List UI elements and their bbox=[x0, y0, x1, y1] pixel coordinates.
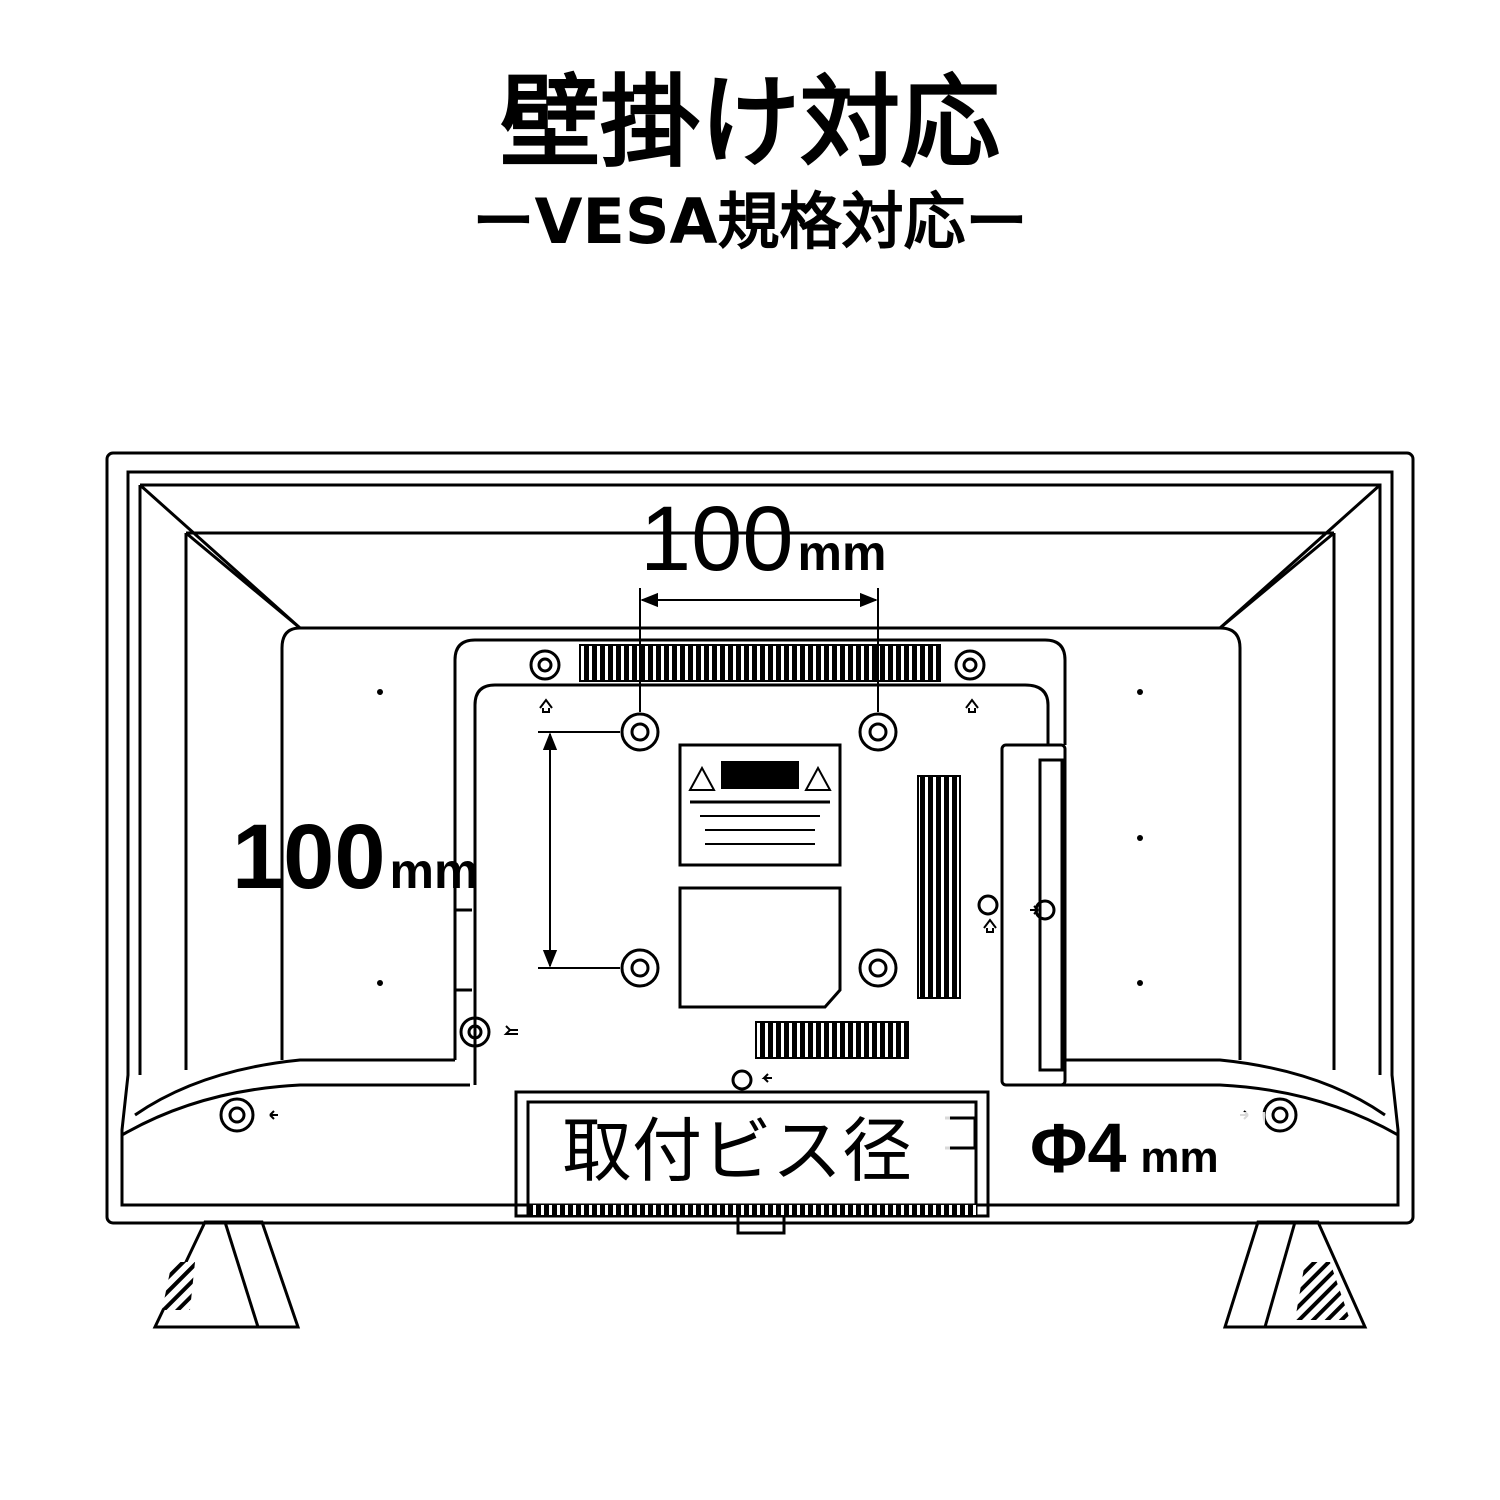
screw-diameter-unit: mm bbox=[1140, 1133, 1218, 1182]
screw-diameter-value: Φ4 mm bbox=[1030, 1109, 1219, 1187]
page-subtitle: ーVESA規格対応ー bbox=[472, 185, 1028, 258]
vertical-dimension-value: 100 bbox=[232, 806, 386, 908]
horizontal-dimension-line bbox=[639, 588, 879, 712]
center-block bbox=[453, 638, 1067, 1060]
page-title: 壁掛け対応 bbox=[500, 64, 1000, 181]
tv-inner-bezel bbox=[120, 470, 1400, 1207]
horizontal-dimension-unit: mm bbox=[798, 525, 887, 581]
rear-panel bbox=[300, 626, 1242, 1060]
vertical-dimension-unit: mm bbox=[390, 843, 479, 899]
right-stand bbox=[1222, 1220, 1368, 1329]
side-connector-panel bbox=[1000, 743, 1067, 1087]
side-vent bbox=[917, 775, 961, 999]
screw-diameter-number: Φ4 bbox=[1030, 1109, 1126, 1187]
spec-label bbox=[678, 886, 842, 1009]
top-vent bbox=[579, 644, 941, 682]
horizontal-dimension-value: 100 bbox=[640, 488, 794, 590]
vertical-dimension-line bbox=[538, 731, 620, 969]
bottom-vent bbox=[755, 1021, 909, 1059]
warning-label bbox=[678, 743, 842, 867]
vesa-screw-holes bbox=[620, 712, 898, 988]
screw-diameter-label: 取付ビス径 bbox=[562, 1110, 912, 1192]
horizontal-dimension-label: 100mm bbox=[640, 488, 886, 590]
vertical-dimension-label: 100mm bbox=[232, 806, 478, 908]
tv-outer-frame bbox=[105, 451, 1415, 1225]
